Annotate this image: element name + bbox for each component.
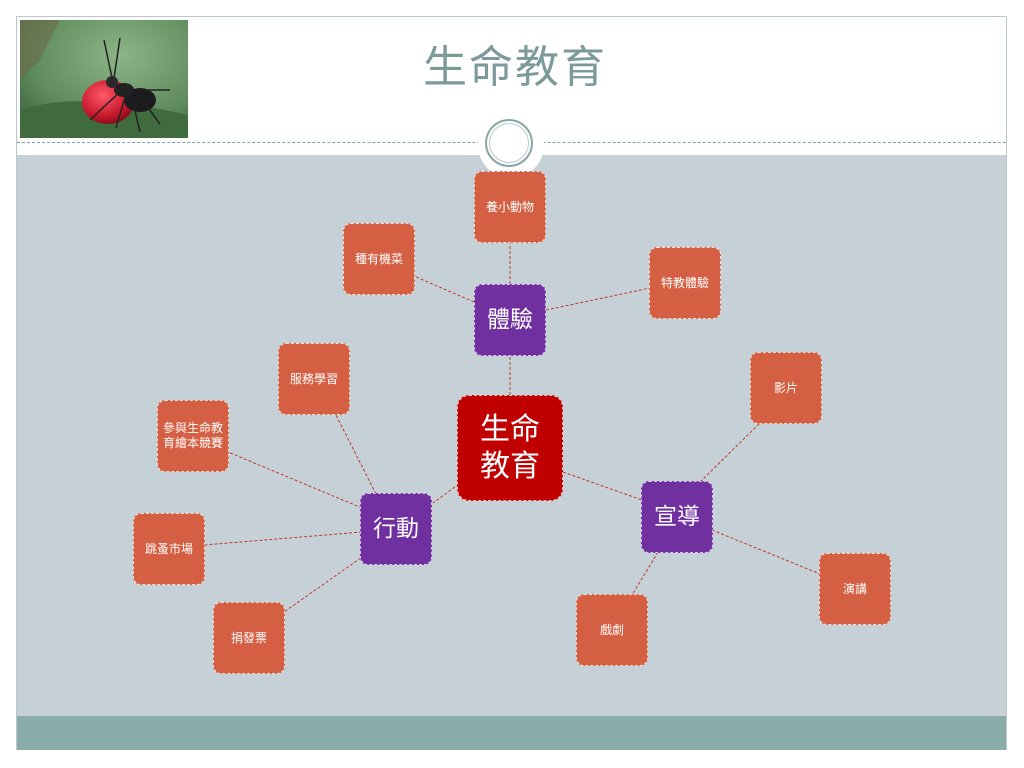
node-lecture-label: 演講: [842, 581, 867, 596]
node-service-learning-label: 服務學習: [289, 371, 338, 386]
node-advocacy-label: 宣導: [654, 503, 700, 530]
node-flea-market-label: 跳蚤市場: [144, 541, 193, 556]
link-action-receipts: [283, 554, 366, 613]
node-action: 行動: [360, 493, 432, 565]
node-life-education: 生命 教育: [457, 395, 563, 501]
slide-title: 生命教育: [423, 42, 607, 93]
node-special-ed-experience: 特教體驗: [649, 247, 721, 319]
link-center-action: [432, 483, 460, 504]
node-grow-vegetables: 種有機菜: [343, 223, 415, 295]
link-action-flea: [203, 531, 363, 546]
node-donate-receipts-label: 捐發票: [230, 630, 267, 645]
node-lecture: 演講: [819, 553, 891, 625]
link-center-advocacy: [562, 471, 643, 501]
footer-bar: [17, 716, 1006, 750]
link-advocacy-drama: [631, 551, 659, 596]
node-life-education-label: 生命 教育: [480, 411, 540, 485]
link-advocacy-film: [699, 422, 761, 483]
node-special-ed-experience-label: 特教體驗: [660, 275, 709, 290]
node-raise-pets-label: 養小動物: [485, 199, 534, 214]
node-picture-book-contest: 參與生命教育繪本競賽: [157, 400, 229, 472]
node-film-label: 影片: [773, 380, 798, 395]
node-drama-label: 戲劇: [599, 622, 624, 637]
ant-photo: [20, 20, 188, 138]
node-picture-book-contest-label: 參與生命教育繪本競賽: [162, 421, 223, 450]
node-service-learning: 服務學習: [278, 343, 350, 415]
divider-ornament-inner-ring: [489, 123, 529, 163]
link-experience-vegetables: [413, 275, 475, 303]
node-experience: 體驗: [474, 284, 546, 356]
node-donate-receipts: 捐發票: [213, 602, 285, 674]
node-film: 影片: [750, 352, 822, 424]
node-experience-label: 體驗: [487, 306, 533, 333]
node-raise-pets: 養小動物: [474, 171, 546, 243]
link-action-service: [335, 414, 377, 495]
node-grow-vegetables-label: 種有機菜: [354, 251, 403, 266]
link-experience-special: [545, 287, 651, 311]
link-action-picturebook: [227, 451, 363, 509]
node-flea-market: 跳蚤市場: [133, 513, 205, 585]
link-advocacy-lecture: [711, 529, 821, 575]
node-advocacy: 宣導: [641, 481, 713, 553]
node-action-label: 行動: [373, 515, 419, 542]
node-drama: 戲劇: [576, 594, 648, 666]
